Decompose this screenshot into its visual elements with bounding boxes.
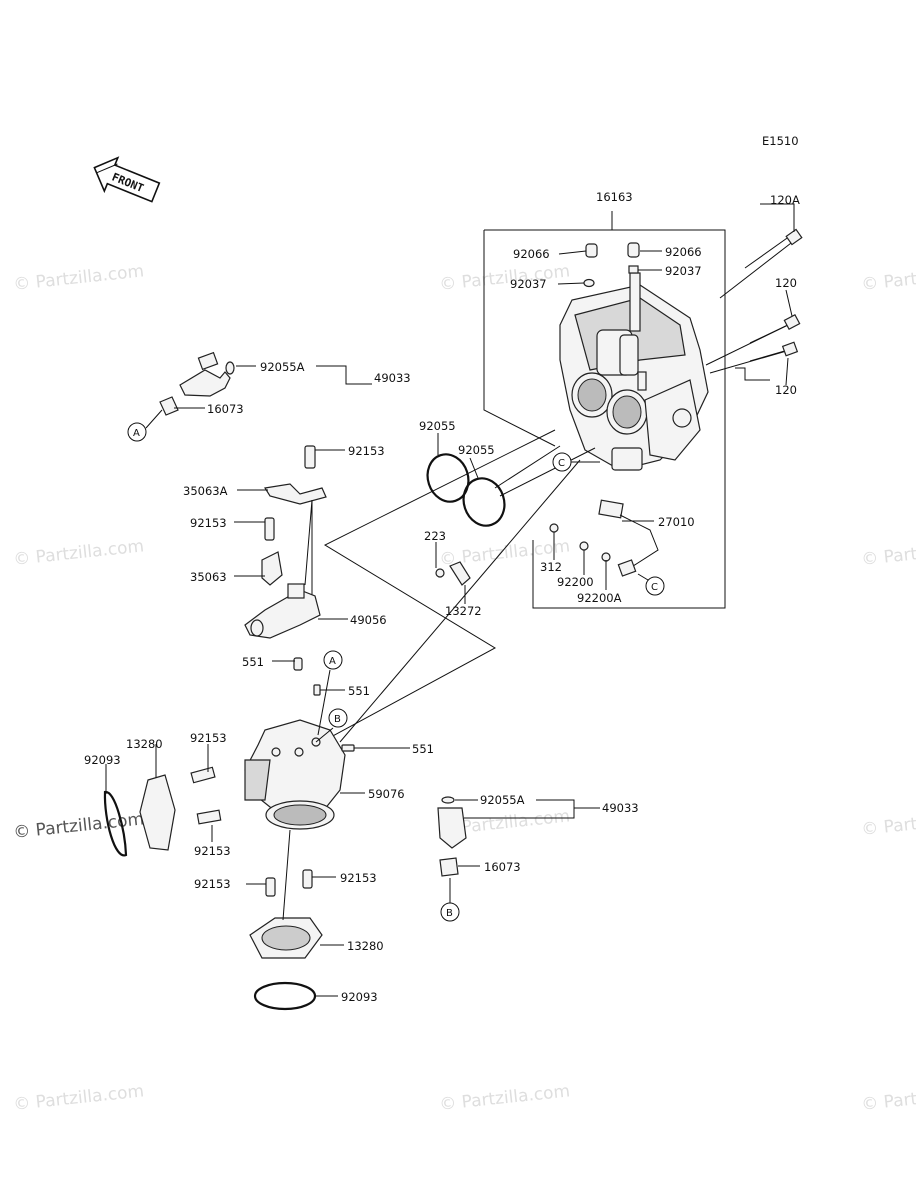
assembly-box <box>483 211 726 609</box>
label-92153: 92153 <box>194 844 231 858</box>
throttle-body <box>559 272 709 471</box>
watermark: © Partzilla.com <box>438 261 571 295</box>
callout-b: B <box>446 908 453 919</box>
label-551: 551 <box>412 742 434 756</box>
caps <box>583 242 640 288</box>
lower-gasket-13280 <box>249 829 323 1011</box>
label-92037: 92037 <box>665 264 702 278</box>
watermark: © Partzilla.com <box>860 536 916 570</box>
part-labels: 16163 120A 120 120 92066 92066 92037 920… <box>84 190 800 1004</box>
label-16073: 16073 <box>207 402 244 416</box>
label-16163: 16163 <box>596 190 633 204</box>
label-13272: 13272 <box>445 604 482 618</box>
bracket-35063 <box>261 517 283 586</box>
label-120: 120 <box>775 383 797 397</box>
label-92200: 92200 <box>557 575 594 589</box>
front-arrow-icon: FRONT <box>93 156 161 203</box>
label-35063A: 35063A <box>183 484 228 498</box>
leader-lines <box>105 203 795 997</box>
label-92066: 92066 <box>665 245 702 259</box>
bolts-120 <box>705 228 803 381</box>
label-13280: 13280 <box>126 737 163 751</box>
watermark: © Partzilla.com <box>860 806 916 840</box>
watermark: © Partzilla.com <box>12 536 145 570</box>
callout-b: B <box>334 714 341 725</box>
label-92055A: 92055A <box>260 360 305 374</box>
callout-a: A <box>329 656 336 667</box>
label-92093: 92093 <box>341 990 378 1004</box>
clip-13272 <box>435 561 471 586</box>
label-92200A: 92200A <box>577 591 622 605</box>
label-92153: 92153 <box>190 731 227 745</box>
label-35063: 35063 <box>190 570 227 584</box>
label-49033: 49033 <box>374 371 411 385</box>
label-16073: 16073 <box>484 860 521 874</box>
label-59076: 59076 <box>368 787 405 801</box>
injector-bottom: B <box>437 796 467 922</box>
callout-c: C <box>651 582 658 593</box>
label-92055: 92055 <box>419 419 456 433</box>
label-92093: 92093 <box>84 753 121 767</box>
label-49056: 49056 <box>350 613 387 627</box>
label-92066: 92066 <box>513 247 550 261</box>
injector-top: A <box>127 351 235 442</box>
watermark: © Partzilla.com <box>860 261 916 295</box>
callout-c: C <box>558 458 565 469</box>
watermark: © Partzilla.com <box>438 1081 571 1115</box>
label-223: 223 <box>424 529 446 543</box>
callout-a: A <box>133 428 140 439</box>
intake-59076: A B <box>244 650 355 830</box>
watermark: © Partzilla.com <box>860 1081 916 1115</box>
watermark: © Partzilla.com <box>12 261 145 295</box>
diagram-code: E1510 <box>762 134 799 148</box>
label-551: 551 <box>242 655 264 669</box>
fuel-rail-49056 <box>244 499 321 639</box>
label-551: 551 <box>348 684 370 698</box>
label-13280: 13280 <box>347 939 384 953</box>
label-120: 120 <box>775 276 797 290</box>
label-120A: 120A <box>770 193 800 207</box>
watermark: © Partzilla.com <box>12 1081 145 1115</box>
label-92055A: 92055A <box>480 793 525 807</box>
label-27010: 27010 <box>658 515 695 529</box>
label-92055: 92055 <box>458 443 495 457</box>
label-92153: 92153 <box>348 444 385 458</box>
o-rings-92055 <box>426 433 596 527</box>
label-92153: 92153 <box>340 871 377 885</box>
label-92037: 92037 <box>510 277 547 291</box>
label-92153: 92153 <box>194 877 231 891</box>
label-312: 312 <box>540 560 562 574</box>
label-92153: 92153 <box>190 516 227 530</box>
bracket-35063A <box>264 445 327 615</box>
sensor-27010: C <box>549 499 665 596</box>
left-gasket-13280 <box>103 766 222 857</box>
label-49033: 49033 <box>602 801 639 815</box>
guide-lines <box>269 429 581 771</box>
